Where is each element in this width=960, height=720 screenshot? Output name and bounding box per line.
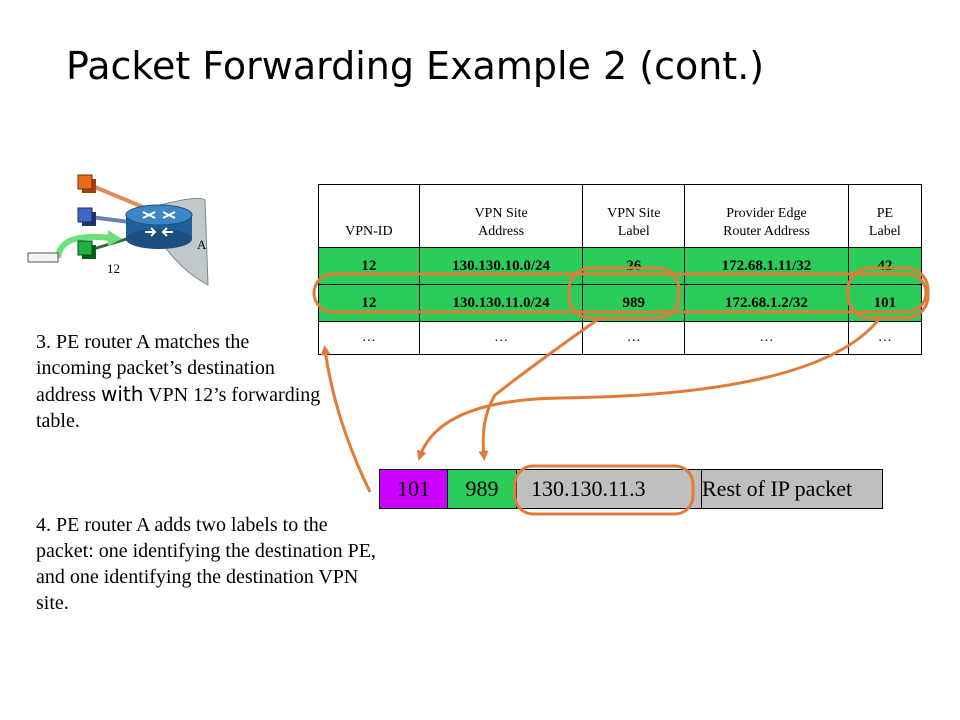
cell-pe-address: 172.68.1.2/32 xyxy=(684,284,849,322)
packet-destination-address: 130.130.11.3 xyxy=(517,469,702,509)
cell-pe-address: … xyxy=(684,321,849,355)
cell-site-label: 26 xyxy=(582,247,686,285)
arrow-vpn-label-to-packet xyxy=(478,316,601,461)
incoming-arrow-head xyxy=(108,230,122,246)
cell-site-address: 130.130.10.0/24 xyxy=(418,247,584,285)
step-4-text: 4. PE router A adds two labels to the pa… xyxy=(36,514,376,614)
incoming-arrow xyxy=(55,233,111,259)
link-blue xyxy=(89,215,131,224)
highlight-pe-label-cell xyxy=(846,266,930,320)
arrow-pe-label-to-packet xyxy=(416,317,882,461)
highlight-vpn-label-cell xyxy=(567,266,681,320)
cell-site-address: … xyxy=(418,321,584,355)
labeled-packet: 101 989 130.130.11.3 Rest of IP packet xyxy=(379,469,883,509)
site-orange-icon xyxy=(77,174,96,193)
table-row: … … … … … xyxy=(318,321,923,355)
link-orange xyxy=(89,183,151,212)
highlight-packet-address xyxy=(513,464,695,516)
cell-site-label: … xyxy=(582,321,686,355)
cell-pe-address: 172.68.1.11/32 xyxy=(684,247,849,285)
site-blue-icon xyxy=(77,207,96,226)
router-label: A xyxy=(197,237,207,252)
cell-site-label: 989 xyxy=(582,284,686,322)
page-title: Packet Forwarding Example 2 (cont.) xyxy=(66,44,765,88)
host-box xyxy=(27,252,59,263)
network-illustration: A 12 xyxy=(27,174,209,286)
arrow-address-to-table xyxy=(320,345,372,493)
packet-rest: Rest of IP packet xyxy=(702,469,883,509)
highlight-table-row xyxy=(312,272,928,314)
cell-pe-label: 42 xyxy=(847,247,923,285)
router-icon xyxy=(125,204,193,249)
cell-vpn-id: 12 xyxy=(318,247,420,285)
table-row: 12 130.130.11.0/24 989 172.68.1.2/32 101 xyxy=(318,284,923,322)
header-vpn-id: VPN-ID xyxy=(318,184,420,248)
step-3-text: 3. PE router A matches the incoming pack… xyxy=(36,331,321,432)
packet-pe-label: 101 xyxy=(379,469,448,509)
site-green-icon xyxy=(77,240,96,259)
table-row: 12 130.130.10.0/24 26 172.68.1.11/32 42 xyxy=(318,247,923,285)
router-vpn-label: 12 xyxy=(107,261,120,276)
cell-vpn-id: … xyxy=(318,321,420,355)
